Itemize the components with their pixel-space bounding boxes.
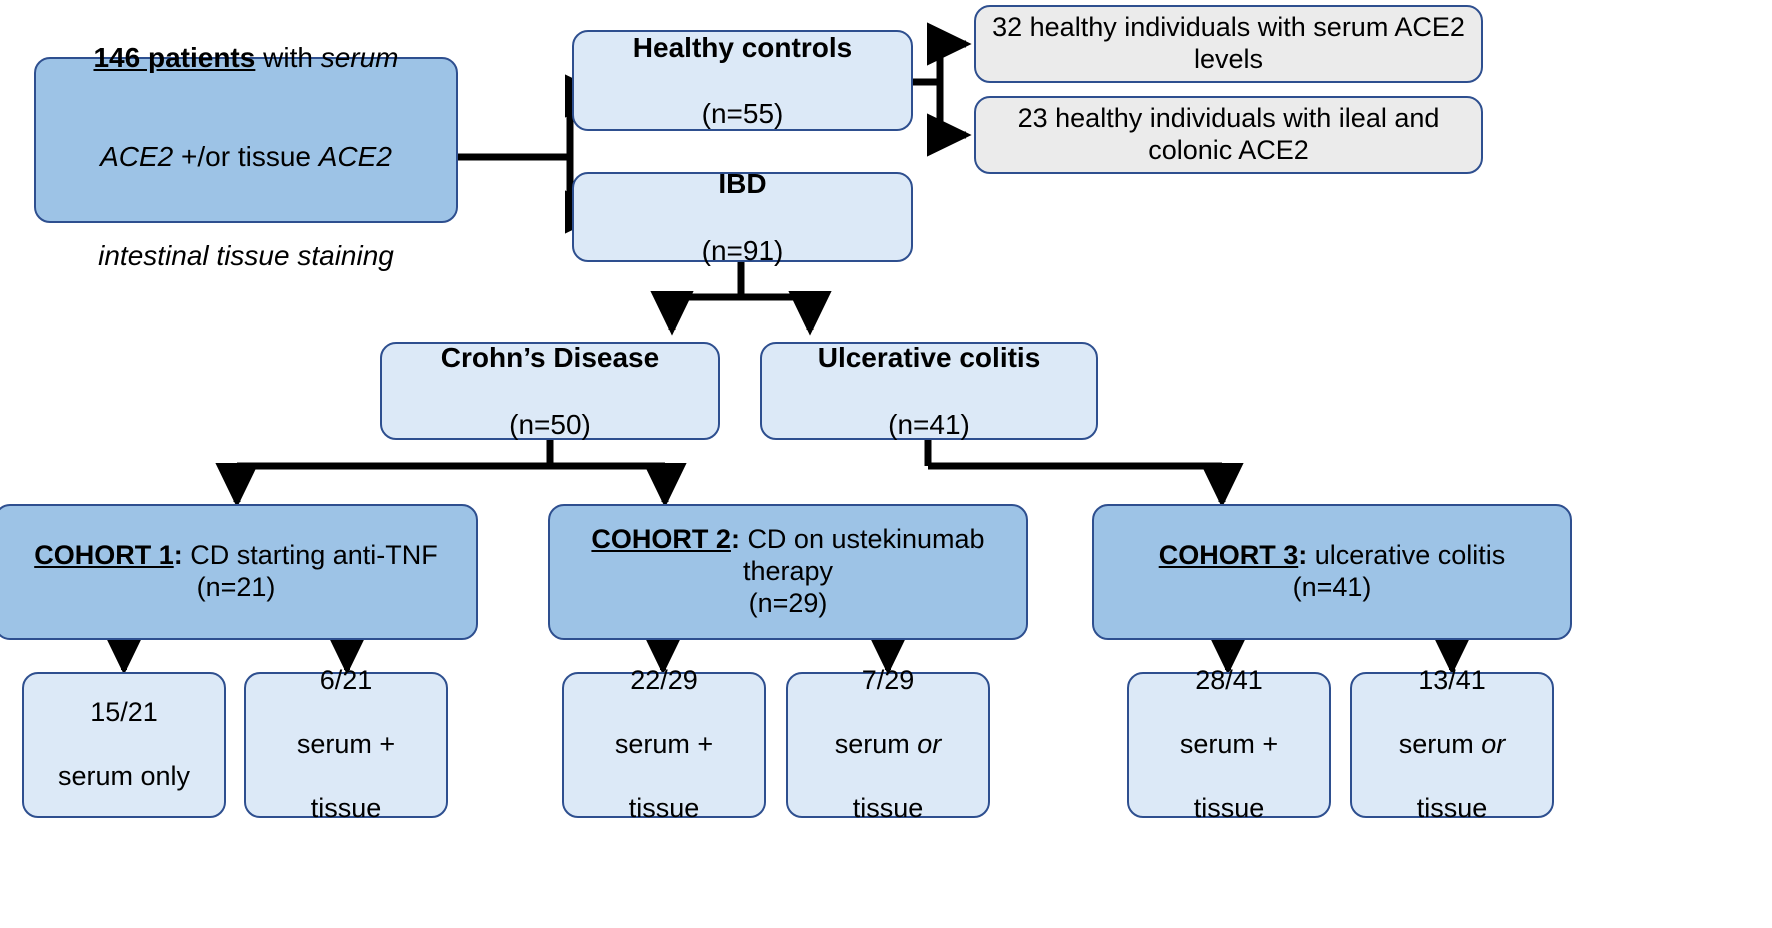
root-line2-italic-a: ACE2 — [100, 141, 174, 172]
leaf-c2-right-detail-post: tissue — [852, 792, 924, 823]
leaf-c1-right-text: 6/21 serum + tissue — [254, 634, 438, 857]
leaf-c2-right-text: 7/29 serum or tissue — [796, 634, 980, 857]
leaf-c2-right-detail-italic: or — [917, 729, 942, 760]
crohns-label: Crohn’s Disease — [440, 342, 660, 374]
connector-healthy-controls-split — [913, 22, 972, 157]
cohort-2-text: COHORT 2: CD on ustekinumab therapy (n=2… — [558, 492, 1018, 651]
ibd-count: (n=91) — [701, 234, 784, 266]
leaf-c3-left-ratio: 28/41 — [1195, 665, 1263, 696]
node-ibd-text: IBD (n=91) — [582, 134, 903, 299]
node-cohort-3[interactable]: COHORT 3: ulcerative colitis (n=41) — [1092, 504, 1572, 640]
uc-count: (n=41) — [888, 408, 970, 440]
node-root-patients[interactable]: 146 patients with serum ACE2 +/or tissue… — [34, 42, 458, 271]
leaf-c1-right-detail-post: tissue — [310, 792, 382, 823]
node-leaf-c1-right[interactable]: 6/21 serum + tissue — [244, 665, 448, 823]
root-line1-rest: with — [255, 41, 321, 73]
cohort-3-colon: : — [1298, 540, 1315, 571]
cohort-2-tag: COHORT 2 — [591, 524, 731, 555]
ulcerative-colitis-text: Ulcerative colitis (n=41) — [770, 308, 1088, 473]
hc-ileal-colonic-ace2-text: 23 healthy individuals with ileal and co… — [1017, 103, 1440, 165]
leaf-c3-right-detail-italic: or — [1481, 729, 1506, 760]
uc-label: Ulcerative colitis — [817, 342, 1041, 374]
crohns-count: (n=50) — [509, 408, 591, 440]
cohort-3-tag: COHORT 3 — [1158, 540, 1299, 571]
leaf-c2-left-text: 22/29 serum + tissue — [572, 634, 756, 857]
node-ibd[interactable]: IBD (n=91) — [572, 168, 913, 266]
cohort-3-count: (n=41) — [1292, 572, 1372, 602]
leaf-c1-left-ratio: 15/21 — [90, 697, 158, 728]
cohort-2-colon: : — [730, 524, 748, 555]
node-leaf-c2-left[interactable]: 22/29 serum + tissue — [562, 665, 766, 823]
leaf-c3-right-detail-post: tissue — [1416, 792, 1488, 823]
leaf-c3-left-detail-pre: serum + — [1179, 729, 1279, 760]
hc-serum-ace2-text: 32 healthy individuals with serum ACE2 l… — [992, 12, 1465, 74]
root-line2-plain: +/or tissue — [173, 141, 319, 172]
node-root-text: 146 patients with serum ACE2 +/or tissue… — [44, 0, 448, 305]
leaf-c2-right-detail-pre: serum — [834, 729, 918, 760]
cohort-1-text: COHORT 1: CD starting anti-TNF (n=21) — [4, 508, 468, 635]
leaf-c1-right-detail-pre: serum + — [296, 729, 396, 760]
cohort-1-desc: CD starting anti-TNF — [190, 540, 438, 571]
node-healthy-controls-text: Healthy controls (n=55) — [582, 0, 903, 163]
cohort-3-desc: ulcerative colitis — [1314, 540, 1506, 571]
healthy-controls-count: (n=55) — [701, 98, 784, 130]
cohort-1-colon: : — [173, 540, 191, 571]
cohort-2-desc: CD on ustekinumab therapy — [742, 524, 985, 587]
node-healthy-controls[interactable]: Healthy controls (n=55) — [572, 30, 913, 131]
crohns-disease-text: Crohn’s Disease (n=50) — [390, 308, 710, 473]
leaf-c3-right-text: 13/41 serum or tissue — [1360, 634, 1544, 857]
node-leaf-c3-right[interactable]: 13/41 serum or tissue — [1350, 665, 1554, 823]
root-line2-italic-b: ACE2 — [318, 141, 392, 172]
node-hc-ileal-colonic-ace2[interactable]: 23 healthy individuals with ileal and co… — [974, 96, 1483, 174]
node-leaf-c1-left[interactable]: 15/21 serum only — [22, 672, 226, 818]
leaf-c3-left-detail-post: tissue — [1193, 792, 1265, 823]
leaf-c1-right-ratio: 6/21 — [319, 665, 373, 696]
root-line3-italic: intestinal tissue staining — [98, 240, 394, 272]
node-ulcerative-colitis[interactable]: Ulcerative colitis (n=41) — [760, 342, 1098, 440]
cohort-1-tag: COHORT 1 — [34, 540, 174, 571]
leaf-c2-left-detail-pre: serum + — [614, 729, 714, 760]
leaf-c2-left-detail-post: tissue — [628, 792, 700, 823]
leaf-c3-right-ratio: 13/41 — [1418, 665, 1486, 696]
node-leaf-c2-right[interactable]: 7/29 serum or tissue — [786, 665, 990, 823]
root-line1-italic: serum — [320, 41, 399, 73]
healthy-controls-label: Healthy controls — [632, 31, 853, 63]
leaf-c3-left-text: 28/41 serum + tissue — [1137, 634, 1321, 857]
leaf-c1-left-text: 15/21 serum only — [32, 665, 216, 824]
leaf-c2-right-ratio: 7/29 — [861, 665, 915, 696]
node-hc-serum-ace2[interactable]: 32 healthy individuals with serum ACE2 l… — [974, 5, 1483, 83]
leaf-c2-left-ratio: 22/29 — [630, 665, 698, 696]
node-leaf-c3-left[interactable]: 28/41 serum + tissue — [1127, 665, 1331, 823]
leaf-c1-left-detail: serum only — [57, 760, 191, 791]
cohort-2-count: (n=29) — [748, 587, 828, 618]
node-cohort-1[interactable]: COHORT 1: CD starting anti-TNF (n=21) — [0, 504, 478, 640]
cohort-3-text: COHORT 3: ulcerative colitis (n=41) — [1102, 508, 1562, 635]
node-cohort-2[interactable]: COHORT 2: CD on ustekinumab therapy (n=2… — [548, 504, 1028, 640]
node-crohns-disease[interactable]: Crohn’s Disease (n=50) — [380, 342, 720, 440]
leaf-c3-right-detail-pre: serum — [1398, 729, 1482, 760]
root-line1-bold: 146 patients — [93, 41, 256, 73]
ibd-label: IBD — [718, 168, 767, 200]
cohort-1-count: (n=21) — [196, 572, 276, 602]
